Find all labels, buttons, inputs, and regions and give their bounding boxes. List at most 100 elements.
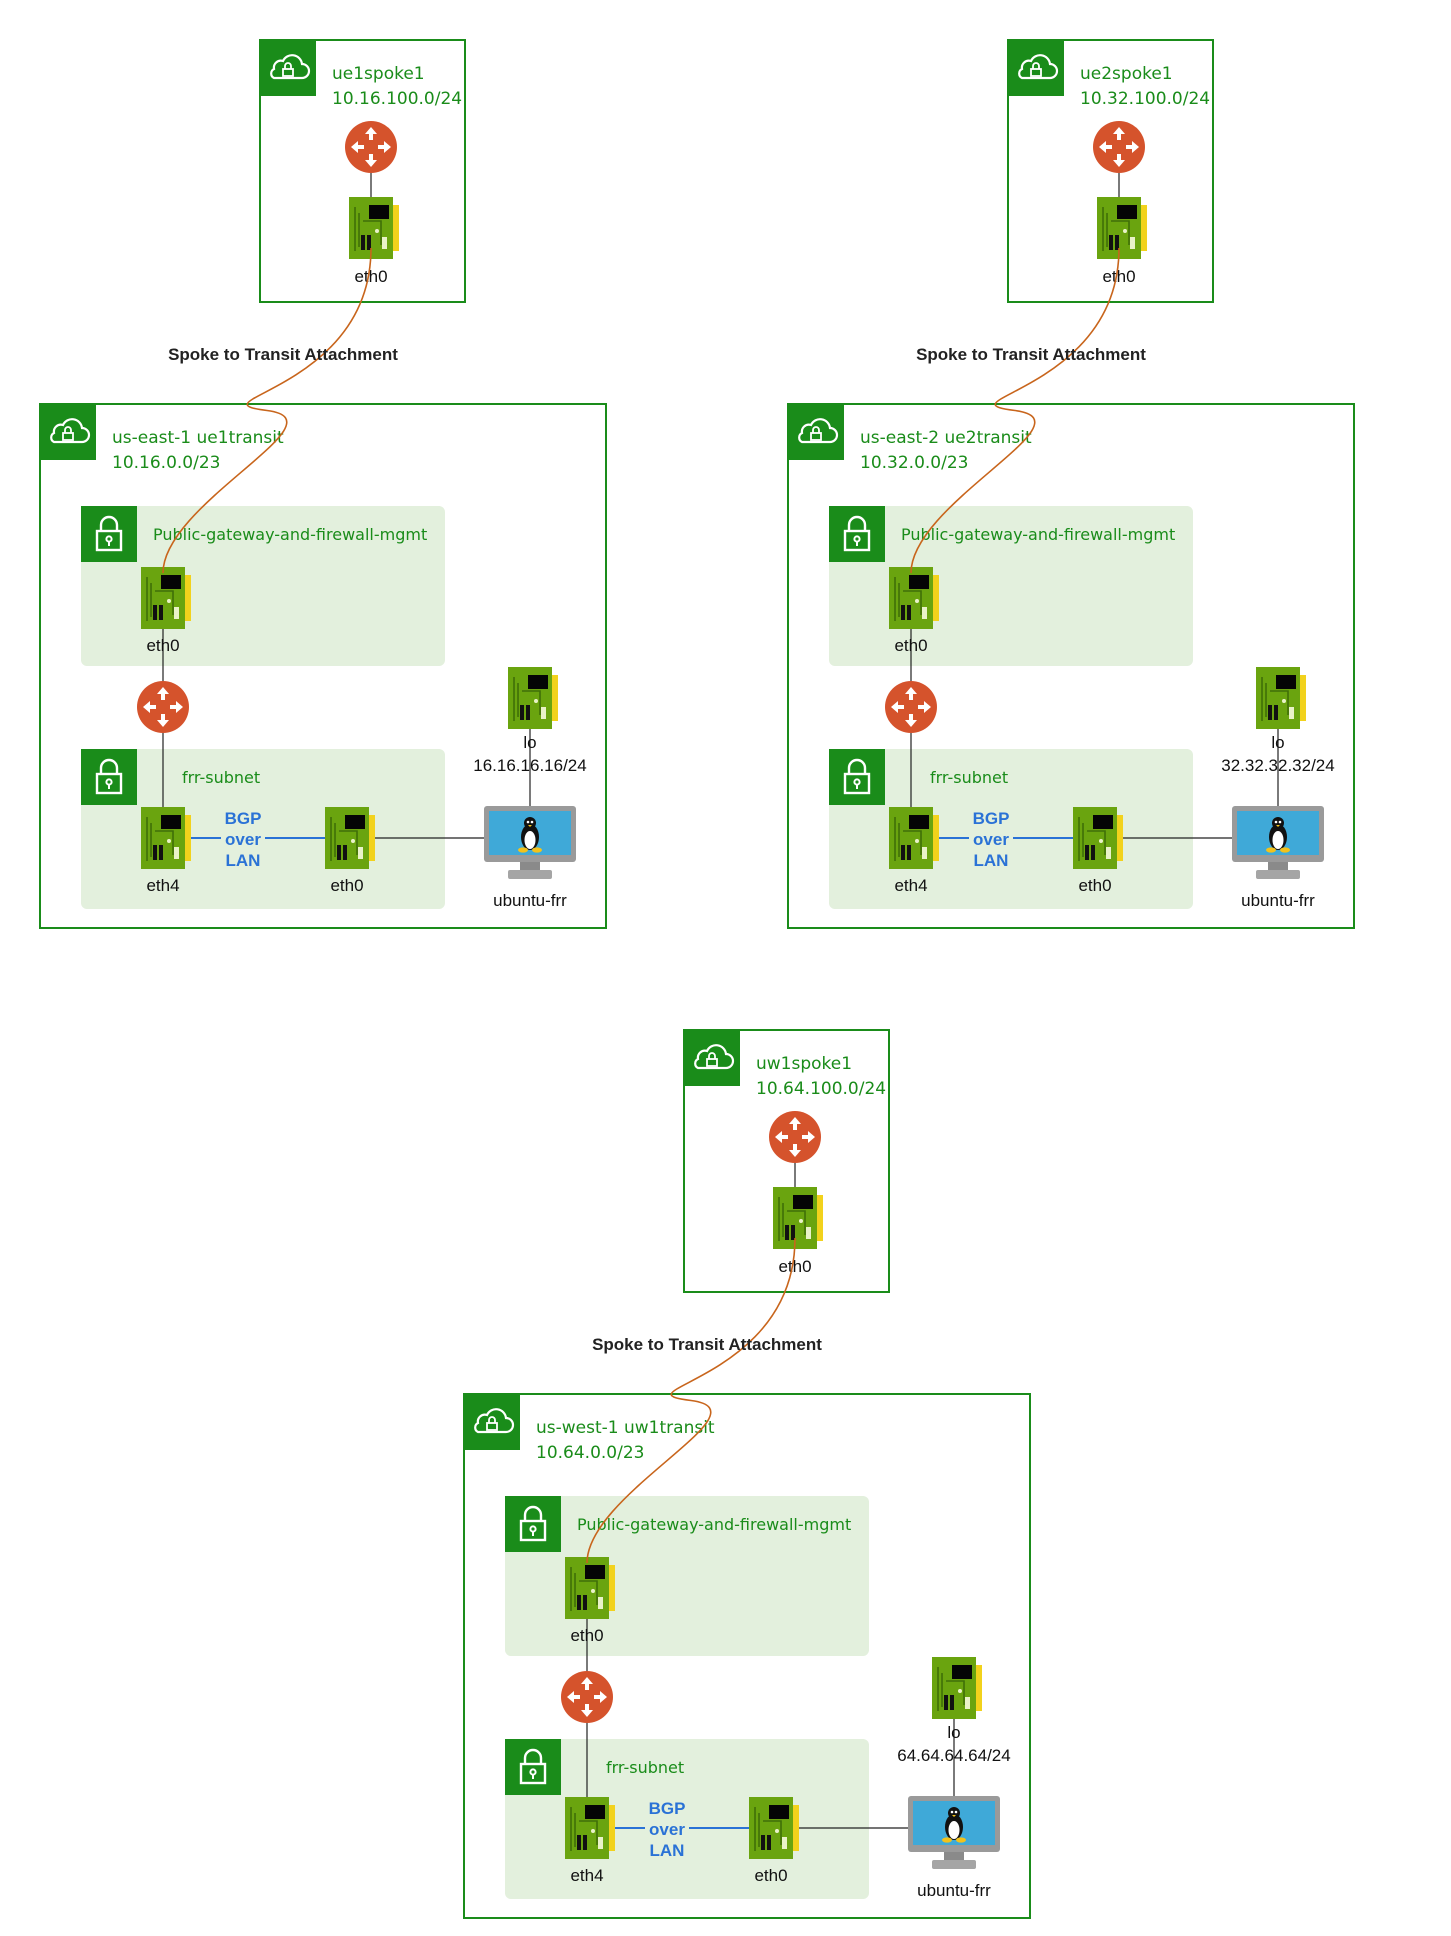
network-interface-icon xyxy=(932,1657,982,1719)
network-interface-icon xyxy=(565,1797,615,1859)
padlock-icon xyxy=(81,506,137,562)
public-subnet-label: Public-gateway-and-firewall-mgmt xyxy=(901,525,1175,544)
cloud-lock-icon xyxy=(1008,40,1064,96)
frr-nic-right-label: eth0 xyxy=(330,876,363,895)
padlock-icon xyxy=(81,749,137,805)
transit-vpc: us-east-2 ue2transit 10.32.0.0/23Public-g… xyxy=(787,403,1355,929)
network-interface-icon xyxy=(749,1797,799,1859)
host-label: ubuntu-frr xyxy=(917,1881,991,1900)
transit-vpc: us-east-1 ue1transit 10.16.0.0/23Public-g… xyxy=(39,403,607,929)
spoke-cidr: 10.64.100.0/24 xyxy=(756,1079,886,1099)
cloud-lock-icon xyxy=(684,1030,740,1086)
frr-nic-left-label: eth4 xyxy=(894,876,927,895)
public-subnet-label: Public-gateway-and-firewall-mgmt xyxy=(577,1515,851,1534)
spoke-cidr: 10.32.100.0/24 xyxy=(1080,89,1210,109)
bgp-label-line1: BGP xyxy=(973,809,1010,828)
frr-nic-right-label: eth0 xyxy=(1078,876,1111,895)
spoke-name: ue2spoke1 xyxy=(1080,64,1173,84)
transit-vpc: us-west-1 uw1transit 10.64.0.0/23Public-g… xyxy=(463,1393,1031,1919)
cloud-lock-icon xyxy=(260,40,316,96)
attachment-label: Spoke to Transit Attachment xyxy=(592,1335,822,1354)
spoke-nic-label: eth0 xyxy=(354,267,387,286)
transit-title: us-east-2 ue2transit xyxy=(860,428,1032,448)
router-icon xyxy=(1093,121,1145,173)
bgp-label-backdrop xyxy=(645,1815,689,1837)
host-label: ubuntu-frr xyxy=(1241,891,1315,910)
frr-subnet-label: frr-subnet xyxy=(930,768,1008,787)
lo-label: lo xyxy=(1271,733,1284,752)
bgp-label-line2: over xyxy=(649,1820,685,1839)
network-interface-icon xyxy=(889,807,939,869)
host-label: ubuntu-frr xyxy=(493,891,567,910)
network-interface-icon xyxy=(1256,667,1306,729)
network-interface-icon xyxy=(141,567,191,629)
frr-subnet-label: frr-subnet xyxy=(182,768,260,787)
network-interface-icon xyxy=(565,1557,615,1619)
bgp-label-line2: over xyxy=(973,830,1009,849)
lo-address: 64.64.64.64/24 xyxy=(897,1746,1010,1765)
public-nic-label: eth0 xyxy=(570,1626,603,1645)
public-subnet: Public-gateway-and-firewall-mgmt xyxy=(829,506,1193,666)
network-interface-icon xyxy=(349,197,399,259)
padlock-icon xyxy=(505,1739,561,1795)
public-subnet-label: Public-gateway-and-firewall-mgmt xyxy=(153,525,427,544)
network-interface-icon xyxy=(1097,197,1147,259)
cloud-lock-icon xyxy=(464,1394,520,1450)
frr-nic-left-label: eth4 xyxy=(570,1866,603,1885)
bgp-label-line2: over xyxy=(225,830,261,849)
spoke-name: ue1spoke1 xyxy=(332,64,425,84)
bgp-label-line3: LAN xyxy=(226,851,261,870)
frr-subnet-label: frr-subnet xyxy=(606,1758,684,1777)
spoke-transit-attachment-line xyxy=(586,1237,796,1564)
public-nic-label: eth0 xyxy=(894,636,927,655)
transit-title: us-east-1 ue1transit xyxy=(112,428,284,448)
bgp-label-line3: LAN xyxy=(650,1841,685,1860)
network-interface-icon xyxy=(508,667,558,729)
spoke-name: uw1spoke1 xyxy=(756,1054,852,1074)
spoke-nic-label: eth0 xyxy=(778,1257,811,1276)
lo-label: lo xyxy=(947,1723,960,1742)
network-interface-icon xyxy=(1073,807,1123,869)
router-icon xyxy=(885,681,937,733)
padlock-icon xyxy=(505,1496,561,1552)
spoke-cidr: 10.16.100.0/24 xyxy=(332,89,462,109)
network-interface-icon xyxy=(325,807,375,869)
router-icon xyxy=(345,121,397,173)
transit-cidr: 10.32.0.0/23 xyxy=(860,453,968,473)
transit-title: us-west-1 uw1transit xyxy=(536,1418,715,1438)
bgp-label-backdrop xyxy=(969,825,1013,847)
cloud-lock-icon xyxy=(40,404,96,460)
transit-cidr: 10.16.0.0/23 xyxy=(112,453,220,473)
lo-address: 16.16.16.16/24 xyxy=(473,756,586,775)
padlock-icon xyxy=(829,749,885,805)
bgp-label-line1: BGP xyxy=(225,809,262,828)
network-interface-icon xyxy=(773,1187,823,1249)
network-interface-icon xyxy=(141,807,191,869)
router-icon xyxy=(561,1671,613,1723)
transit-cidr: 10.64.0.0/23 xyxy=(536,1443,644,1463)
public-subnet: Public-gateway-and-firewall-mgmt xyxy=(505,1496,869,1656)
lo-label: lo xyxy=(523,733,536,752)
frr-nic-right-label: eth0 xyxy=(754,1866,787,1885)
public-nic-label: eth0 xyxy=(146,636,179,655)
cloud-lock-icon xyxy=(788,404,844,460)
public-subnet: Public-gateway-and-firewall-mgmt xyxy=(81,506,445,666)
network-interface-icon xyxy=(889,567,939,629)
frr-nic-left-label: eth4 xyxy=(146,876,179,895)
bgp-label-line3: LAN xyxy=(974,851,1009,870)
attachment-label: Spoke to Transit Attachment xyxy=(916,345,1146,364)
attachment-label: Spoke to Transit Attachment xyxy=(168,345,398,364)
spoke-transit-attachment-line xyxy=(910,247,1120,574)
padlock-icon xyxy=(829,506,885,562)
bgp-label-backdrop xyxy=(221,825,265,847)
bgp-label-line1: BGP xyxy=(649,1799,686,1818)
spoke-transit-attachment-line xyxy=(162,247,372,574)
spoke-vpc: ue1spoke1 10.16.100.0/24 eth0 xyxy=(259,39,466,303)
router-icon xyxy=(769,1111,821,1163)
spoke-vpc: uw1spoke1 10.64.100.0/24 eth0 xyxy=(683,1029,890,1293)
